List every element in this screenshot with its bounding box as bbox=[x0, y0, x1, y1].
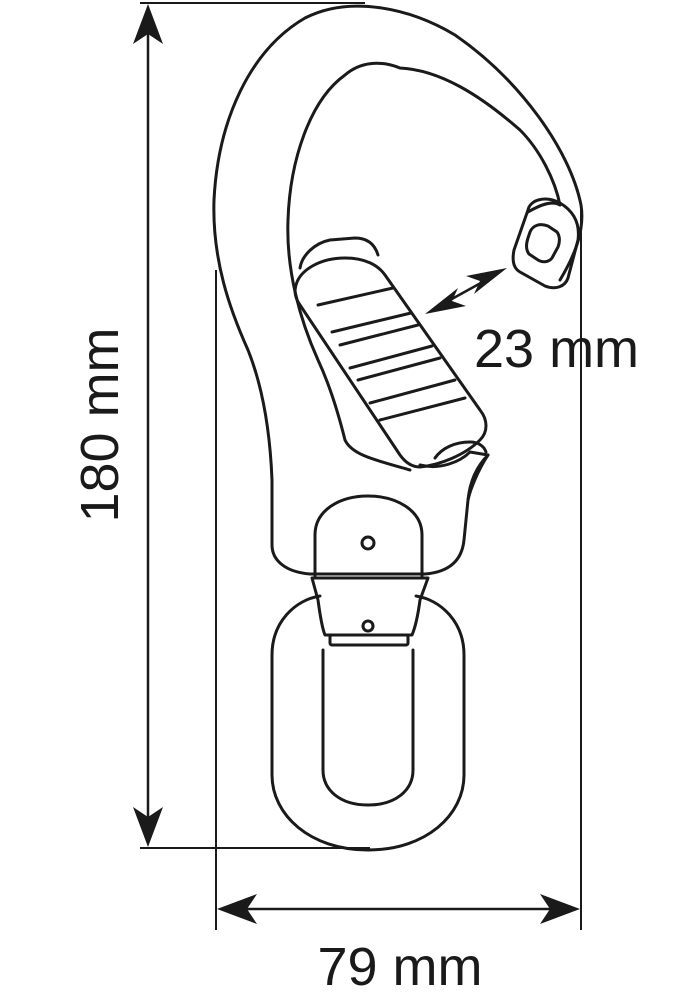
gate-opening-arrow-right bbox=[466, 268, 507, 294]
width-dimension-label: 79 mm bbox=[317, 937, 482, 997]
width-arrow-left bbox=[217, 894, 257, 924]
sleeve-top-cap bbox=[298, 236, 380, 270]
latch-inner bbox=[525, 223, 561, 264]
height-dimension-label: 180 mm bbox=[70, 327, 130, 522]
sleeve-ridge-2 bbox=[330, 311, 413, 334]
sleeve-ridge-4 bbox=[348, 344, 434, 370]
swivel-lower-rivet bbox=[361, 619, 375, 633]
swivel-eye-outer bbox=[270, 594, 466, 852]
latch-outer bbox=[511, 197, 580, 290]
sleeve-ridge-5 bbox=[356, 356, 442, 382]
height-dimension: 180 mm bbox=[70, 4, 163, 847]
sleeve-ridge-6 bbox=[368, 378, 457, 405]
gate-opening-label: 23 mm bbox=[474, 319, 639, 379]
sleeve-ridge-1 bbox=[316, 286, 395, 307]
body-inner-contour bbox=[286, 61, 562, 472]
body-outer-contour bbox=[212, 4, 584, 576]
height-arrow-bottom bbox=[133, 807, 163, 847]
extension-lines bbox=[140, 2, 582, 930]
swivel-assembly bbox=[270, 494, 466, 852]
gate-hinge-contour bbox=[418, 450, 490, 502]
carabiner-body bbox=[212, 4, 584, 576]
swivel-head bbox=[313, 494, 424, 578]
swivel-upper-rivet bbox=[360, 535, 376, 551]
gate-opening-arrow-left bbox=[425, 288, 466, 314]
locking-sleeve bbox=[293, 236, 488, 469]
width-dimension: 79 mm bbox=[217, 894, 580, 997]
height-arrow-top bbox=[133, 4, 163, 44]
width-arrow-right bbox=[540, 894, 580, 924]
swivel-pin bbox=[328, 633, 410, 647]
sleeve-bottom-cap bbox=[433, 440, 488, 460]
sleeve-ridge-7 bbox=[378, 396, 467, 422]
gate-opening-dimension: 23 mm bbox=[425, 268, 639, 379]
gate-latch bbox=[511, 197, 580, 290]
swivel-collar bbox=[310, 576, 430, 637]
sleeve-body bbox=[293, 256, 488, 469]
sleeve-ridge-3 bbox=[338, 323, 420, 347]
swivel-eye-inner bbox=[321, 648, 415, 807]
